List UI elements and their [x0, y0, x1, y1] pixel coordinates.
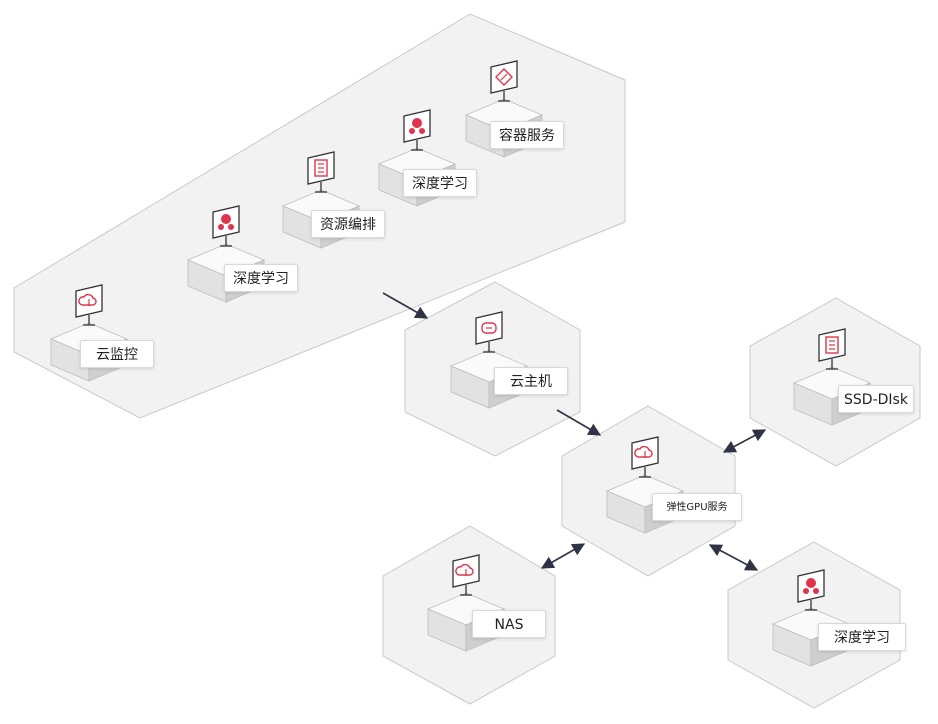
node-label-deep-learning: 深度学习 — [403, 169, 477, 197]
connector-gpu-nas — [540, 543, 586, 569]
container-icon — [495, 68, 513, 86]
connector-cloud-host-to-gpu — [556, 409, 602, 436]
connector-gpu-deep-learning — [708, 544, 759, 571]
node-label-nas: NAS — [472, 610, 546, 638]
node-label-cloud-host: 云主机 — [494, 367, 568, 395]
node-label-ssd-disk: SSD-DIsk — [838, 385, 914, 413]
node-ssd-disk — [792, 328, 872, 426]
node-label-resource-orchestration: 资源编排 — [311, 210, 385, 238]
cloud-host-icon — [481, 322, 497, 334]
cloud-monitor-icon — [78, 293, 97, 306]
cloud-upload-icon — [455, 563, 474, 576]
node-label-container-service: 容器服务 — [490, 121, 564, 149]
deep-learning-icon — [409, 118, 425, 134]
connector-group-to-cloud-host — [382, 292, 429, 319]
document-icon — [314, 159, 328, 177]
deep-learning-icon — [803, 578, 819, 594]
deep-learning-icon — [218, 214, 234, 230]
cloud-upload-icon — [634, 445, 653, 458]
connector-gpu-ssd — [722, 429, 767, 453]
node-label-elastic-gpu: 弹性GPU服务 — [652, 493, 742, 521]
node-label-cloud-monitor: 云监控 — [80, 340, 154, 368]
document-icon — [825, 336, 839, 354]
node-label-deep-learning: 深度学习 — [818, 623, 906, 651]
node-label-deep-learning: 深度学习 — [224, 264, 298, 292]
